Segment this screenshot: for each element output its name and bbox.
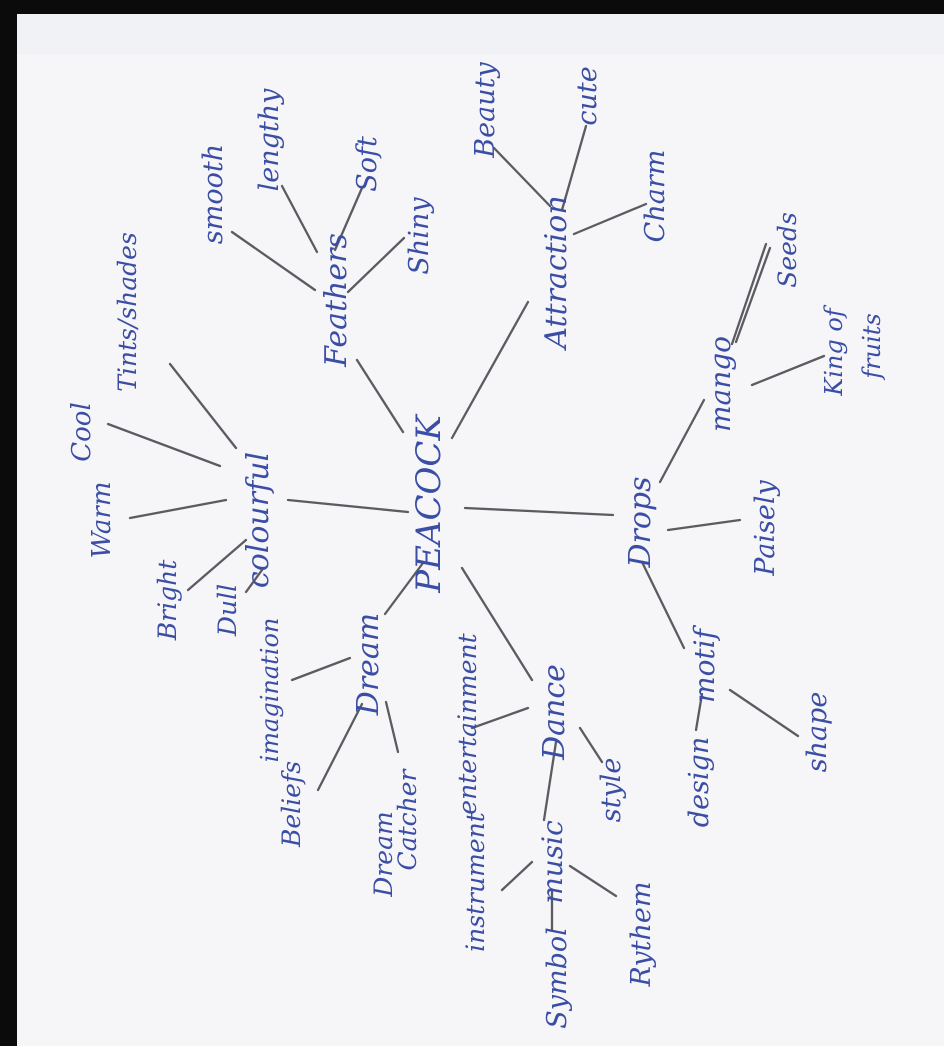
edge-attraction-charm [574,204,646,234]
edge-mango-seeds-2 [736,248,770,342]
edge-dance-style [580,728,602,762]
edge-feathers-smooth [232,232,315,290]
edge-mango-seeds [732,244,766,344]
edge-center-feathers [357,360,403,432]
edge-dream-imagination [292,658,350,680]
leaf-cute: cute [572,66,603,125]
edge-colourful-cool [108,424,220,466]
leaf-lengthy: lengthy [254,88,285,192]
edge-music-rythem [570,866,616,896]
branch-drops-label: Drops [623,476,658,568]
leaf-charm: Charm [640,150,671,243]
leaf-tints-shades: Tints/shades [113,232,142,392]
edge-dream-catcher [386,702,398,752]
edge-feathers-lengthy [282,186,317,252]
edge-center-drops [465,508,613,515]
edge-mango-kingof [752,356,824,385]
leaf-beliefs: Beliefs [277,761,306,848]
node-mango-label: mango [704,336,737,432]
leaf-entertainment: entertainment [453,632,482,814]
leaf-design: design [684,737,715,827]
edge-colourful-tints [170,364,236,448]
leaf-bright: Bright [153,559,182,641]
edge-colourful-warm [130,500,226,518]
leaf-instrument: instrument [461,811,490,952]
center-node-label: PEACOCK [409,413,449,594]
branch-colourful-label: colourful [241,452,276,588]
leaf-king-of: King of [820,304,848,397]
leaf-warm: Warm [87,481,117,558]
leaf-style: style [596,758,627,823]
edge-center-colourful [288,500,408,512]
leaf-rythem: Rythem [626,882,657,988]
edge-music-instrument [502,862,532,890]
leaf-cool: Cool [67,402,97,462]
leaf-fruits: fruits [858,313,886,380]
leaf-soft: Soft [352,136,383,192]
branch-dance-label: Dance [537,664,572,761]
leaf-paisely: Paisely [750,480,781,577]
leaf-shape: shape [802,692,833,773]
edge-feathers-shiny [348,238,404,292]
edge-drops-paisely [668,520,740,530]
leaf-symbol: Symbol [542,927,573,1029]
branch-feathers-label: Feathers [319,233,354,368]
edge-drops-mango [660,400,704,482]
edge-center-attraction [452,302,528,438]
leaf-seeds: Seeds [773,212,802,288]
node-music-label: music [536,820,569,904]
branch-dream-label: Dream [351,613,386,716]
leaf-beauty: Beauty [470,62,501,159]
edge-drops-motif [642,562,684,648]
leaf-smooth: smooth [198,144,229,244]
node-motif-label: motif [688,624,721,703]
edge-dream-beliefs [318,704,362,790]
branch-attraction-label: Attraction [539,195,574,351]
edge-motif-shape [730,690,798,736]
edge-colourful-bright [188,540,246,590]
leaf-shiny: Shiny [404,197,435,275]
leaf-imagination: imagination [256,618,284,763]
leaf-catcher: Catcher [393,767,422,870]
leaf-dull: Dull [213,584,242,637]
